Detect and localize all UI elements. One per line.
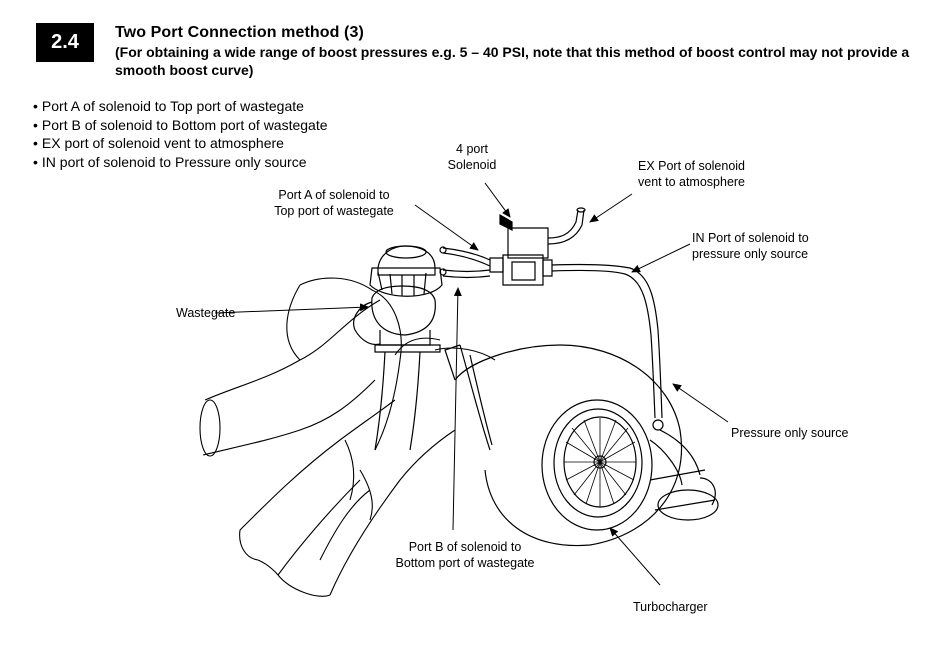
wastegate-label: Wastegate [176,306,236,320]
list-item: IN port of solenoid to Pressure only sou… [33,153,328,172]
section-number-badge: 2.4 [36,23,94,62]
port-b-label: Port B of solenoid to Bottom port of was… [395,540,535,570]
callout-leaders [214,182,729,586]
wastegate-body [353,245,447,451]
hose-lines [442,207,664,431]
ex-port-label: EX Port of solenoid vent to atmosphere [638,159,746,189]
connection-steps-list: Port A of solenoid to Top port of wasteg… [33,97,328,171]
list-item: Port A of solenoid to Top port of wasteg… [33,97,328,116]
section-title: Two Port Connection method (3) [115,24,364,41]
list-item: EX port of solenoid vent to atmosphere [33,134,328,153]
solenoid-label: 4 port Solenoid [447,142,497,172]
port-a-label: Port A of solenoid to Top port of wasteg… [274,188,394,218]
list-item: Port B of solenoid to Bottom port of was… [33,116,328,135]
in-port-label: IN Port of solenoid to pressure only sou… [692,231,809,261]
pressure-source-label: Pressure only source [731,426,849,440]
solenoid-body [489,213,553,286]
turbocharger-label: Turbocharger [633,600,708,614]
section-note: (For obtaining a wide range of boost pre… [115,44,910,78]
exhaust-manifold [199,277,496,597]
turbocharger-body [444,344,719,547]
